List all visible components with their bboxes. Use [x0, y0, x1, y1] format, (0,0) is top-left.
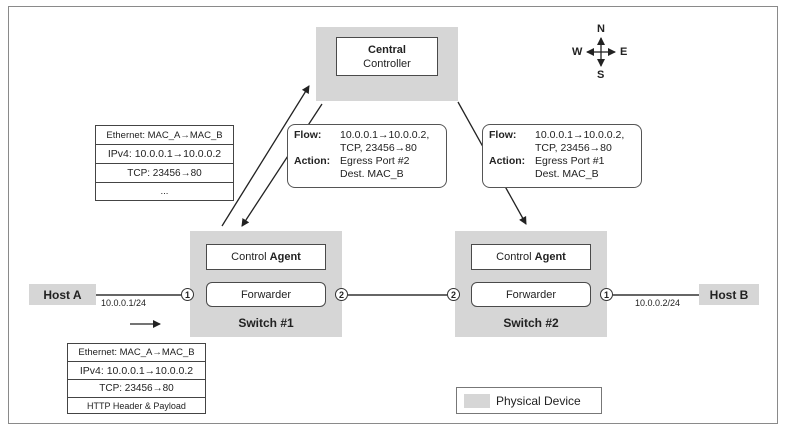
flow1-action-key: Action: [294, 155, 331, 167]
compass-arrows [586, 37, 616, 67]
flow1-flow-line2: TCP, 23456→80 [340, 142, 417, 154]
switch1-port-2: 2 [335, 288, 348, 301]
switch2-control-agent: Control Agent [471, 244, 591, 270]
arrow-switch1-to-controller [221, 85, 310, 227]
switch2-forwarder: Forwarder [471, 282, 591, 307]
packet-lower-ipv4: IPv4: 10.0.0.1→10.0.0.2 [68, 362, 205, 380]
flow1-action-line2: Dest. MAC_B [340, 168, 404, 180]
flow-rule-switch2: Flow: 10.0.0.1→10.0.0.2, TCP, 23456→80 Ac… [482, 124, 642, 188]
controller-box: Central Controller [336, 37, 438, 76]
switch1-port-1: 1 [181, 288, 194, 301]
packet-lower-ethernet: Ethernet: MAC_A→MAC_B [68, 344, 205, 362]
packet-header-upper: Ethernet: MAC_A→MAC_B IPv4: 10.0.0.1→10.… [95, 125, 234, 201]
flow1-flow-line1: 10.0.0.1→10.0.0.2, [340, 129, 430, 141]
host-b: Host B [699, 284, 759, 305]
compass-south: S [597, 69, 605, 81]
flow2-action-line2: Dest. MAC_B [535, 168, 599, 180]
host-a-ip: 10.0.0.1/24 [101, 298, 147, 308]
flow2-flow-key: Flow: [489, 129, 517, 141]
switch1-agent-label: Control [231, 251, 270, 263]
flow2-action-key: Action: [489, 155, 526, 167]
controller-title: Central [368, 43, 406, 56]
flow2-action-line1: Egress Port #1 [535, 155, 605, 167]
host-a: Host A [29, 284, 96, 305]
controller-subtitle: Controller [363, 57, 411, 70]
flow1-action-line1: Egress Port #2 [340, 155, 410, 167]
packet-lower-tcp: TCP: 23456→80 [68, 380, 205, 398]
switch-2: Control Agent Forwarder Switch #2 [455, 231, 607, 337]
packet-upper-ellipsis: ... [160, 186, 169, 197]
flow-rule-switch1: Flow: 10.0.0.1→10.0.0.2, TCP, 23456→80 Ac… [287, 124, 447, 188]
switch1-forwarder: Forwarder [206, 282, 326, 307]
switch2-forwarder-label: Forwarder [505, 288, 557, 301]
switch2-port-1: 1 [600, 288, 613, 301]
packet-upper-tcp: TCP: 23456→80 [96, 164, 233, 183]
host-b-ip: 10.0.0.2/24 [635, 298, 681, 308]
switch1-control-agent: Control Agent [206, 244, 326, 270]
legend-swatch [464, 393, 490, 408]
switch-1: Control Agent Forwarder Switch #1 [190, 231, 342, 337]
switch2-agent-bold: Agent [534, 251, 566, 263]
packet-upper-ipv4: IPv4: 10.0.0.1→10.0.0.2 [96, 145, 233, 164]
legend: Physical Device [456, 387, 602, 414]
central-controller: Central Controller [316, 27, 458, 101]
compass-north: N [597, 23, 605, 35]
flow1-flow-key: Flow: [294, 129, 322, 141]
packet-header-lower: Ethernet: MAC_A→MAC_B IPv4: 10.0.0.1→10.… [67, 343, 206, 414]
switch2-name: Switch #2 [503, 316, 559, 330]
flow2-flow-line2: TCP, 23456→80 [535, 142, 612, 154]
switch2-agent-label: Control [496, 251, 535, 263]
switch1-forwarder-label: Forwarder [240, 288, 292, 301]
compass-west: W [572, 46, 583, 58]
packet-upper-ethernet: Ethernet: MAC_A→MAC_B [96, 126, 233, 145]
packet-lower-payload: HTTP Header & Payload [87, 400, 186, 411]
legend-label: Physical Device [496, 393, 581, 408]
compass-east: E [620, 46, 628, 58]
flow2-flow-line1: 10.0.0.1→10.0.0.2, [535, 129, 625, 141]
switch1-agent-bold: Agent [269, 251, 301, 263]
switch1-name: Switch #1 [238, 316, 294, 330]
switch2-port-2: 2 [447, 288, 460, 301]
